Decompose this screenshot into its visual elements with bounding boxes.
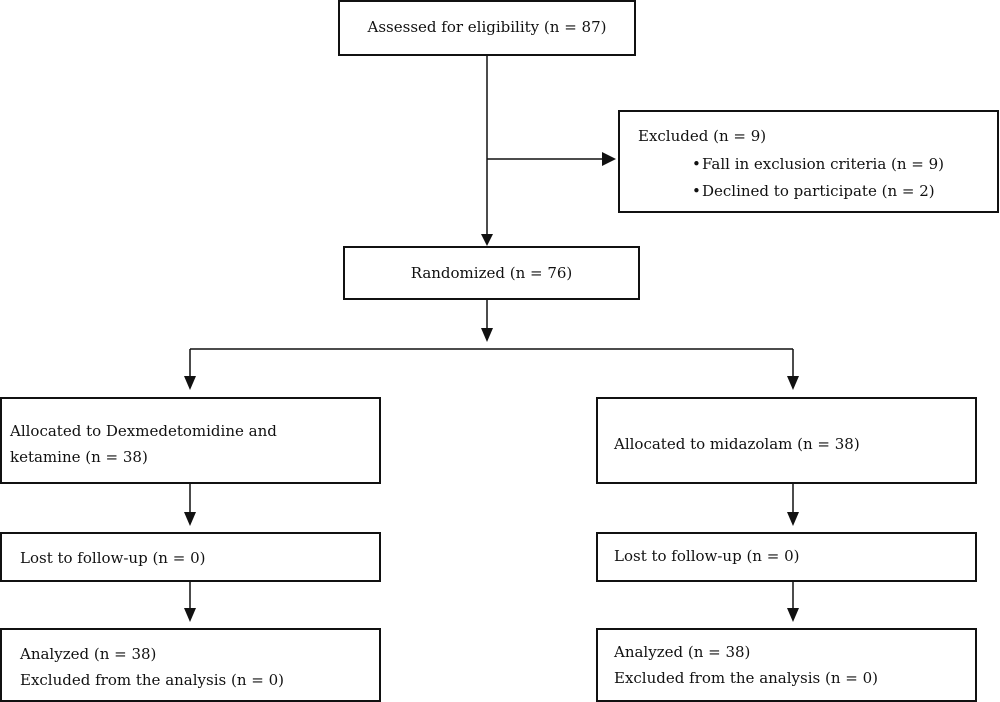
right-excluded-analysis-text: Excluded from the analysis (n = 0): [614, 669, 878, 687]
assessed-text: Assessed for eligibility (n = 87): [367, 18, 607, 36]
arrowhead-randomized: [481, 234, 493, 246]
excluded-bullet-1-text: Fall in exclusion criteria (n = 9): [702, 155, 945, 173]
excluded-bullet-1: •Fall in exclusion criteria (n = 9): [692, 154, 944, 174]
arrowhead-right-allocated: [787, 376, 799, 390]
right-lost-text: Lost to follow-up (n = 0): [614, 547, 800, 565]
excluded-title: Excluded (n = 9): [638, 127, 767, 145]
right-analyzed-box: Analyzed (n = 38) Excluded from the anal…: [596, 628, 977, 702]
right-allocated-text: Allocated to midazolam (n = 38): [614, 435, 860, 453]
right-analyzed-text: Analyzed (n = 38): [614, 643, 751, 661]
left-lost-text: Lost to follow-up (n = 0): [20, 549, 206, 567]
arrowhead-split: [481, 328, 493, 342]
left-allocated-line1: Allocated to Dexmedetomidine and: [10, 422, 277, 440]
excluded-bullet-2: •Declined to participate (n = 2): [692, 181, 935, 201]
left-analyzed-box: Analyzed (n = 38) Excluded from the anal…: [0, 628, 381, 702]
arrowhead-right-lost: [787, 512, 799, 526]
left-excluded-analysis-text: Excluded from the analysis (n = 0): [20, 671, 284, 689]
excluded-bullet-2-text: Declined to participate (n = 2): [702, 182, 935, 200]
assessed-box: Assessed for eligibility (n = 87): [338, 0, 636, 56]
left-analyzed-text: Analyzed (n = 38): [20, 645, 157, 663]
bullet-icon: •: [692, 155, 701, 173]
arrowhead-excluded: [602, 152, 616, 166]
arrowhead-left-analyzed: [184, 608, 196, 622]
excluded-box: Excluded (n = 9) •Fall in exclusion crit…: [618, 110, 999, 213]
right-allocated-box: Allocated to midazolam (n = 38): [596, 397, 977, 484]
left-allocated-box: Allocated to Dexmedetomidine and ketamin…: [0, 397, 381, 484]
randomized-box: Randomized (n = 76): [343, 246, 640, 300]
randomized-text: Randomized (n = 76): [410, 264, 573, 282]
bullet-icon: •: [692, 182, 701, 200]
arrowhead-left-allocated: [184, 376, 196, 390]
arrowhead-right-analyzed: [787, 608, 799, 622]
left-allocated-line2: ketamine (n = 38): [10, 448, 148, 466]
left-lost-box: Lost to follow-up (n = 0): [0, 532, 381, 582]
arrowhead-left-lost: [184, 512, 196, 526]
right-lost-box: Lost to follow-up (n = 0): [596, 532, 977, 582]
